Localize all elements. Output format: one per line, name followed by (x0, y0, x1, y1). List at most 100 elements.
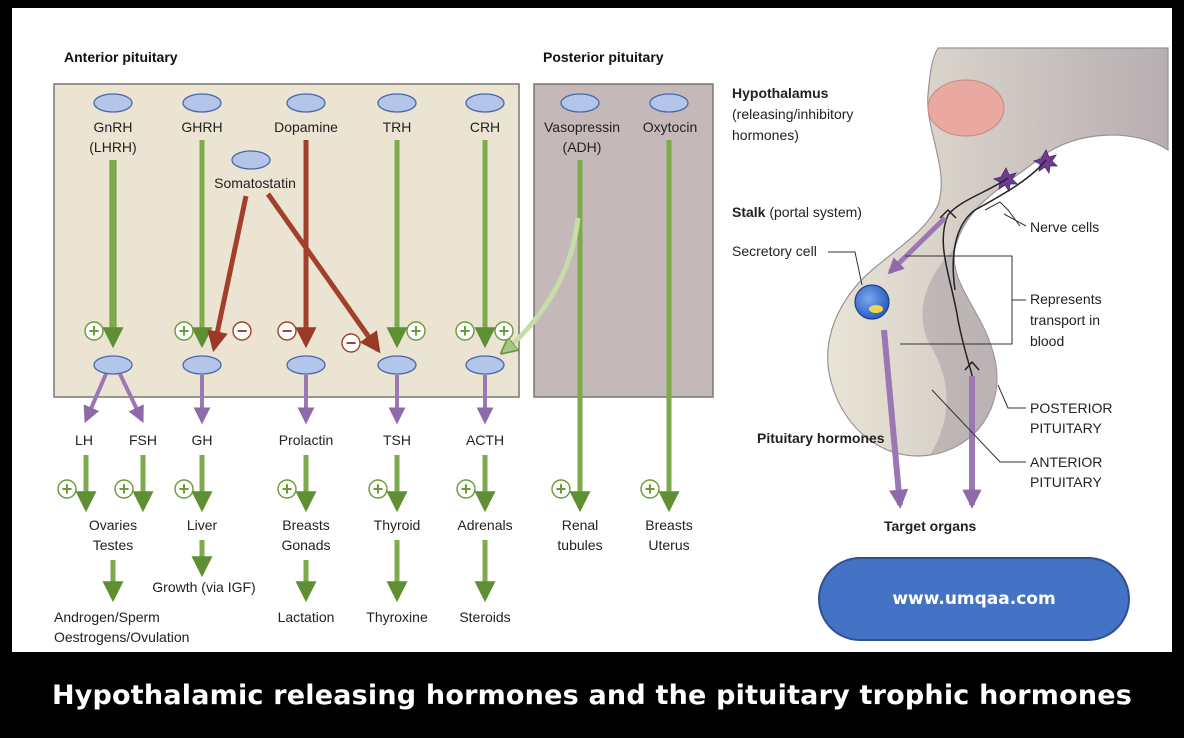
lh-arrow (83, 373, 108, 424)
nerve-fibre-end (964, 360, 980, 371)
uterus-label: Uterus (648, 537, 689, 553)
tsh-label: TSH (383, 432, 411, 448)
minus-glyph: − (282, 321, 293, 341)
gnrh-label: GnRH (94, 119, 133, 135)
plus-glyph: + (461, 479, 472, 499)
oestrogen-label: Oestrogens/Ovulation (54, 629, 189, 645)
hypothalamic-nucleus (927, 79, 1005, 137)
posterior-leader (997, 384, 1026, 409)
liver-label: Liver (187, 517, 218, 533)
represents-label-3: blood (1030, 333, 1064, 349)
plus-sign-gh (174, 479, 194, 499)
plus-glyph: + (460, 321, 471, 341)
crh-label: CRH (470, 119, 500, 135)
nerve-fibres (939, 159, 1047, 377)
vasopressin-ellipse (560, 93, 600, 113)
posterior-lobe-shade (922, 248, 997, 455)
somatostatin-ellipse (231, 150, 271, 170)
secretory-cell-icon (854, 284, 890, 320)
plus-sign-prolactin (277, 479, 297, 499)
growth-label: Growth (via IGF) (152, 579, 255, 595)
anterior-pituitary-box (53, 83, 520, 398)
plus-sign-crh-1 (455, 321, 475, 341)
nerve-fibre (942, 177, 1009, 377)
gonadotroph-ellipse (93, 355, 133, 375)
target-organs-label: Target organs (884, 518, 977, 534)
anterior-output-arrow (881, 329, 909, 509)
represents-label-2: transport in (1030, 312, 1100, 328)
hypothalamus-title: Hypothalamus (732, 85, 829, 101)
nerve-cells-label: Nerve cells (1030, 219, 1099, 235)
anterior-leader (931, 389, 1026, 463)
thyrotroph-ellipse (377, 355, 417, 375)
dopamine-label: Dopamine (274, 119, 338, 135)
minus-sign-glyphs: − − − (237, 321, 357, 353)
pituitary-output-arrows (83, 373, 494, 425)
releasing-hormone-labels: GnRH (LHRH) GHRH Dopamine TRH CRH Vasopr… (89, 119, 697, 191)
fsh-arrow (118, 373, 144, 424)
somatostatin-gh-inhibit-arrow (207, 195, 249, 353)
adh-label: (ADH) (563, 139, 602, 155)
pituitary-hormones-label: Pituitary hormones (757, 430, 885, 446)
anterior-pituitary-header: Anterior pituitary (64, 49, 178, 65)
breasts-label: Breasts (645, 517, 692, 533)
secretory-cell-label: Secretory cell (732, 243, 817, 259)
plus-glyph: + (373, 479, 384, 499)
minus-sign-somatostatin-gh (232, 321, 252, 341)
ghrh-label: GHRH (181, 119, 222, 135)
trh-ellipse (377, 93, 417, 113)
breasts-gonads-label-2: Gonads (281, 537, 330, 553)
posterior-pituitary-box (533, 83, 714, 398)
anterior-pituitary-label-2: PITUITARY (1030, 474, 1102, 490)
hypothalamus-pituitary-shape (827, 47, 1169, 457)
plus-signs (57, 321, 660, 499)
target-arrows (75, 455, 496, 513)
plus-glyph: + (89, 321, 100, 341)
ghrh-ellipse (182, 93, 222, 113)
posterior-pituitary-label-1: POSTERIOR (1030, 400, 1112, 416)
plus-sign-ghrh (174, 321, 194, 341)
steroids-label: Steroids (459, 609, 510, 625)
breasts-gonads-label-1: Breasts (282, 517, 329, 533)
website-badge[interactable]: www.umqaa.com (818, 557, 1130, 641)
plus-glyph: + (645, 479, 656, 499)
plus-sign-tsh (368, 479, 388, 499)
plus-glyph: + (411, 321, 422, 341)
hypothalamus-sub-2: hormones) (732, 127, 799, 143)
stalk-bold: Stalk (732, 204, 766, 220)
plus-sign-crh-2 (494, 321, 514, 341)
minus-sign-dopamine (277, 321, 297, 341)
corticotroph-ellipse (465, 355, 505, 375)
vasopressin-label: Vasopressin (544, 119, 620, 135)
plus-glyph: + (119, 479, 130, 499)
nerve-cells-leader (984, 201, 1021, 227)
dopamine-ellipse (286, 93, 326, 113)
plus-glyph: + (499, 321, 510, 341)
effect-labels: Androgen/Sperm Oestrogens/Ovulation Grow… (54, 579, 511, 645)
thyroid-label: Thyroid (374, 517, 421, 533)
posterior-pituitary-header: Posterior pituitary (543, 49, 664, 65)
anterior-pituitary-label-1: ANTERIOR (1030, 454, 1102, 470)
gh-label: GH (192, 432, 213, 448)
lhrh-label: (LHRH) (89, 139, 136, 155)
androgen-label: Androgen/Sperm (54, 609, 160, 625)
renal-label: Renal (562, 517, 599, 533)
minus-glyph: − (346, 333, 357, 353)
nerve-cells-leader-2 (1003, 213, 1027, 227)
nerve-fibre (952, 159, 1047, 291)
minus-signs (232, 321, 361, 353)
stalk-label: Stalk (portal system) (732, 204, 862, 220)
testes-label: Testes (93, 537, 133, 553)
stimulating-arrows (102, 140, 496, 349)
minus-sign-somatostatin-tsh (341, 333, 361, 353)
vasopressin-acth-arrow (503, 217, 581, 352)
inhibitory-arrows (207, 140, 381, 354)
target-organ-labels: Ovaries Testes Liver Breasts Gonads Thyr… (89, 517, 693, 553)
leader-lines (828, 201, 1027, 463)
effect-arrows (102, 540, 496, 603)
plus-glyph: + (62, 479, 73, 499)
oxytocin-ellipse (649, 93, 689, 113)
thyroxine-label: Thyroxine (366, 609, 428, 625)
represents-label-1: Represents (1030, 291, 1102, 307)
posterior-pituitary-label-2: PITUITARY (1030, 420, 1102, 436)
